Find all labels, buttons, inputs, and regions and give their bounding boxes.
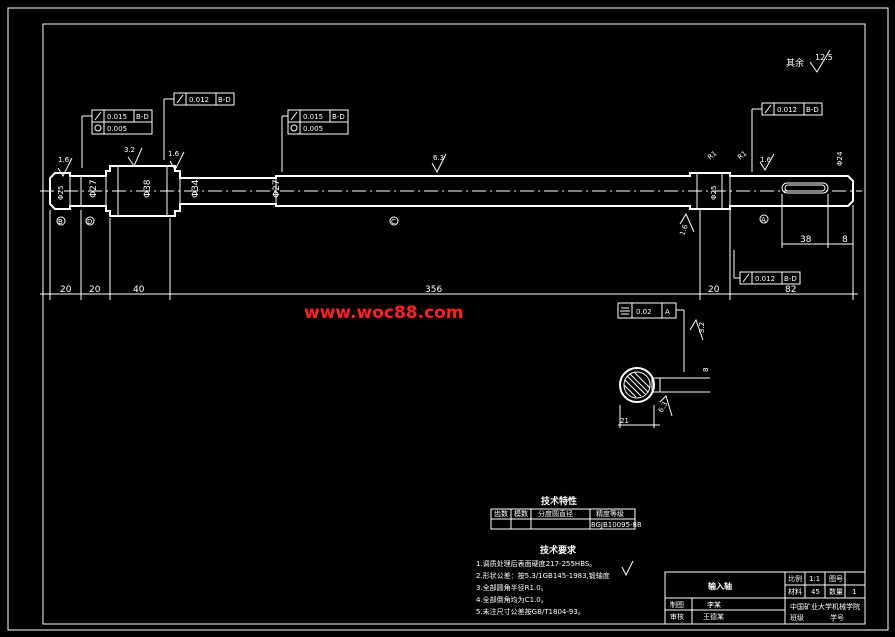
tech-header-0: 齿数: [494, 509, 508, 518]
dim-l4: 356: [425, 285, 442, 295]
title-material-label: 材料: [788, 587, 802, 596]
requirement-2: 2.形状公差：按5.3/1GB145-1983,锻轴度: [476, 571, 610, 580]
section-rough2: 3.2: [698, 322, 706, 333]
tol-f2-ref: B-D: [218, 96, 231, 104]
requirement-3: 3.全部圆角半径R1.0。: [476, 583, 548, 592]
requirements-title: 技术要求: [540, 544, 577, 556]
title-school: 中国矿业大学机械学院: [790, 602, 860, 611]
requirement-5: 5.未注尺寸公差按GB/T1804-93。: [476, 607, 585, 616]
sym-value: 0.02: [636, 308, 652, 316]
roughness-r4: 6.3: [433, 154, 444, 162]
roughness-r5: 1.6: [678, 223, 690, 237]
extension-lines: [40, 194, 858, 300]
dim-d-38: Φ38: [143, 179, 153, 198]
dim-d-27-b: Φ27: [272, 179, 282, 198]
symmetry-frame: [617, 302, 685, 372]
requirements-roughness-symbol: [621, 560, 634, 577]
roughness-note-value: 12.5: [815, 53, 833, 62]
roughness-r6: 1.6: [760, 156, 772, 164]
tol-f3-ref: B-D: [332, 113, 345, 121]
roughness-symbols: [57, 147, 775, 233]
tol-f1-ref: B-D: [136, 113, 149, 121]
tol-f4-ref: B-D: [806, 106, 819, 114]
watermark: www.woc88.com: [304, 303, 464, 323]
title-material-value: 45: [811, 588, 820, 596]
tol-f4-runout: 0.012: [777, 106, 797, 114]
section-view: [618, 318, 710, 428]
title-student-info: 学号: [830, 613, 844, 622]
title-class-info: 班级: [790, 613, 804, 622]
dim-d-right-bearing: Φ25: [710, 186, 718, 200]
title-checker-value: 王德某: [703, 612, 724, 621]
dim-d-right-end: Φ24: [836, 151, 844, 166]
sym-ref: A: [665, 308, 670, 316]
tech-header-3: 精度等级: [596, 509, 624, 518]
roughness-r7: R1: [706, 149, 718, 161]
roughness-r8: R1: [736, 149, 748, 161]
tol-f3-runout: 0.015: [303, 113, 323, 121]
dim-d-27-a: Φ27: [89, 179, 99, 198]
tol-f1-cyl: 0.005: [107, 125, 127, 133]
datum-a: A: [761, 216, 766, 224]
title-drawing-no-label: 图号: [829, 575, 843, 583]
tech-table: [490, 508, 636, 530]
dim-l5: 20: [708, 285, 720, 295]
tolerance-frame-1: [81, 109, 153, 168]
title-checker-label: 审核: [670, 612, 684, 621]
title-scale-label: 比例: [788, 574, 802, 583]
tech-header-1: 模数: [514, 509, 528, 518]
tech-header-2: 分度圆直径: [538, 509, 573, 518]
tol-f3-cyl: 0.005: [303, 125, 323, 133]
roughness-r1: 1.6: [58, 156, 70, 164]
section-depth-dim: 8: [702, 368, 710, 372]
tolerance-frame-3: [281, 109, 349, 172]
roughness-r3: 1.6: [168, 150, 180, 158]
tech-value-3: 8GJB10095-88: [591, 521, 641, 529]
section-width-dim: 21: [620, 417, 629, 425]
dim-d-left-end: Φ25: [57, 186, 65, 200]
roughness-r2: 3.2: [124, 146, 135, 154]
datum-b: B: [58, 218, 63, 226]
datum-markers: [56, 214, 769, 226]
tol-f1-runout: 0.015: [107, 113, 127, 121]
tech-table-title: 技术特性: [541, 495, 577, 507]
title-scale-value: 1:1: [809, 575, 820, 583]
inner-border: [42, 23, 866, 625]
requirement-4: 4.全部倒角均为C1.0。: [476, 595, 548, 604]
tolerance-frame-2: [163, 92, 235, 160]
dim-l3: 40: [133, 285, 145, 295]
tol-f5-runout: 0.012: [755, 275, 775, 283]
tolerance-frame-5: [733, 250, 801, 285]
title-designer-value: 李某: [707, 600, 721, 609]
dim-keyway-len: 38: [800, 235, 812, 245]
dim-keyway-end: 8: [842, 235, 848, 245]
title-block: [664, 571, 866, 625]
outer-border: [7, 7, 889, 631]
title-part-name: 输入轴: [708, 581, 732, 591]
tolerance-frame-4: [751, 102, 823, 172]
datum-c: C: [391, 218, 396, 226]
title-designer-label: 制图: [670, 600, 684, 609]
dim-l1: 20: [60, 285, 72, 295]
title-qty-label: 数量: [829, 587, 843, 596]
title-qty-value: 1: [852, 588, 856, 596]
dim-l2: 20: [89, 285, 101, 295]
requirement-1: 1.调质处理后表面硬度217-255HBS。: [476, 559, 596, 568]
tol-f2-runout: 0.012: [189, 96, 209, 104]
datum-d: D: [87, 218, 92, 226]
roughness-note-label: 其余: [786, 57, 804, 69]
roughness-note-symbol: [809, 49, 831, 73]
dim-d-34: Φ34: [191, 179, 201, 198]
tol-f5-ref: B-D: [784, 275, 797, 283]
dim-l6: 82: [785, 285, 796, 295]
